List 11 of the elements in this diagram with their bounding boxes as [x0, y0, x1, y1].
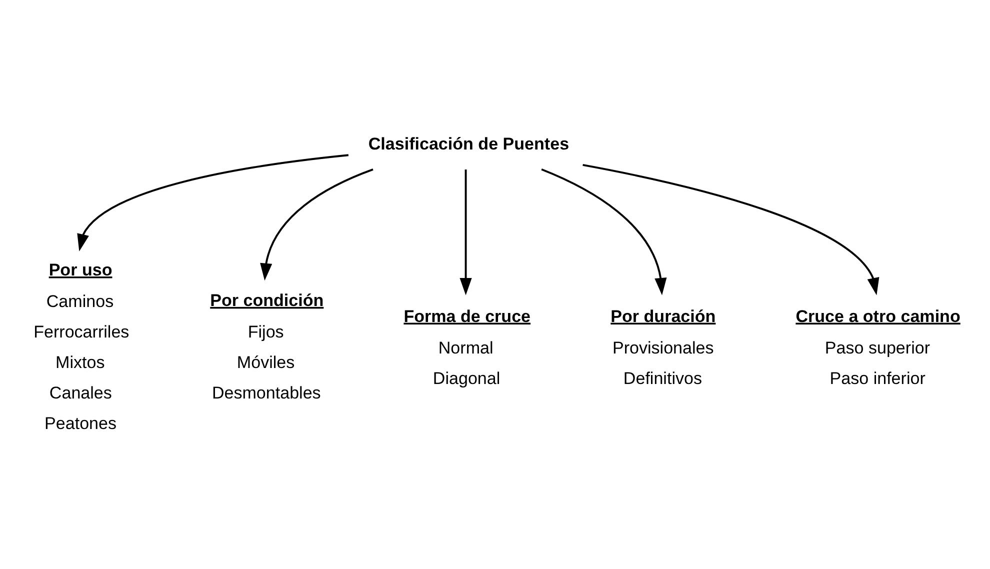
arrow — [260, 168, 374, 280]
node-text: Forma de cruce Normal Diagonal — [404, 306, 531, 388]
arrow — [77, 154, 349, 251]
node-text: Por duración Provisionales Definitivos — [610, 306, 716, 388]
arrow — [541, 168, 667, 295]
node-text: Por uso Caminos Ferrocarriles Mixtos Canales Peatones — [34, 260, 130, 432]
node-text: Cruce a otro camino Paso superior Paso inferior — [796, 306, 960, 388]
node-text: Por condición Fijos Móviles Desmontables — [210, 290, 324, 402]
node-text: Clasificación de Puentes — [368, 134, 570, 154]
arrow — [460, 169, 472, 295]
arrow — [582, 164, 880, 295]
